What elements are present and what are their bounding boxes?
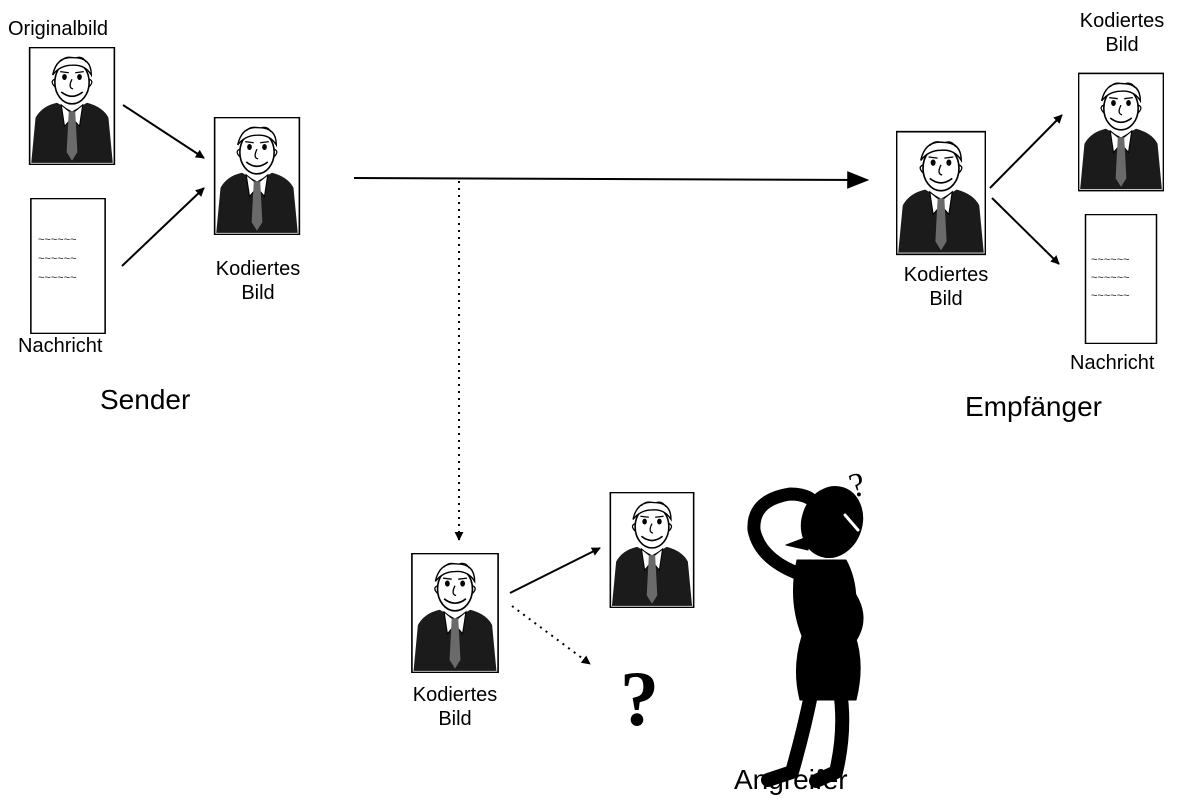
original-image (28, 47, 116, 165)
message-text-line: ~~~~~~ (38, 234, 77, 246)
receiver-decoded-label: Kodiertes Bild (1060, 9, 1184, 57)
receiver-message-label: Nachricht (1070, 352, 1155, 374)
arrow-message-to-encoded (121, 187, 205, 267)
arrow-to-extracted-image (509, 547, 601, 594)
encoded-image-sender (213, 117, 301, 235)
message-text-receiver: ~~~~~~ ~~~~~~ ~~~~~~ (1091, 254, 1130, 302)
arrow-to-decoded-message (991, 197, 1060, 265)
transmission-arrow (353, 171, 870, 189)
arrow-original-to-encoded (122, 104, 205, 159)
arrow-to-unknown (511, 605, 591, 665)
sender-encoded-label: Kodiertes Bild (208, 257, 308, 305)
attacker-encoded-label-line1: Kodiertes (412, 684, 498, 706)
sender-encoded-label-line1: Kodiertes (215, 258, 301, 280)
arrow-to-decoded-image (989, 114, 1063, 189)
receiver-encoded-label-line1: Kodiertes (903, 264, 989, 286)
decoded-image-receiver (1078, 72, 1164, 192)
encoded-image-receiver (896, 130, 986, 256)
extracted-image-attacker (609, 492, 695, 608)
message-text-line: ~~~~~~ (1091, 254, 1130, 266)
original-image-label: Originalbild (8, 18, 109, 40)
message-text-line: ~~~~~~ (1091, 272, 1130, 284)
message-text-line: ~~~~~~ (1091, 290, 1130, 302)
receiver-decoded-label-line1: Kodiertes (1079, 10, 1165, 32)
attacker-figure (747, 486, 864, 788)
message-text-line: ~~~~~~ (38, 253, 77, 265)
receiver-encoded-label-line2: Bild (929, 288, 963, 310)
sender-encoded-label-line2: Bild (241, 282, 275, 304)
attacker-title: Angreifer (734, 764, 848, 795)
attacker-encoded-label: Kodiertes Bild (396, 683, 514, 731)
receiver-decoded-label-line2: Bild (1105, 34, 1139, 56)
message-text-line: ~~~~~~ (38, 272, 77, 284)
sender-message-label: Nachricht (18, 335, 103, 357)
receiver-encoded-label: Kodiertes Bild (890, 263, 1002, 311)
encoded-image-attacker (411, 553, 499, 673)
sender-title: Sender (100, 384, 191, 415)
message-page (29, 198, 107, 334)
message-text-sender: ~~~~~~ ~~~~~~ ~~~~~~ (38, 234, 77, 284)
attacker-encoded-label-line2: Bild (438, 708, 472, 730)
receiver-title: Empfänger (965, 391, 1102, 422)
unknown-result-mark: ? (620, 655, 659, 742)
